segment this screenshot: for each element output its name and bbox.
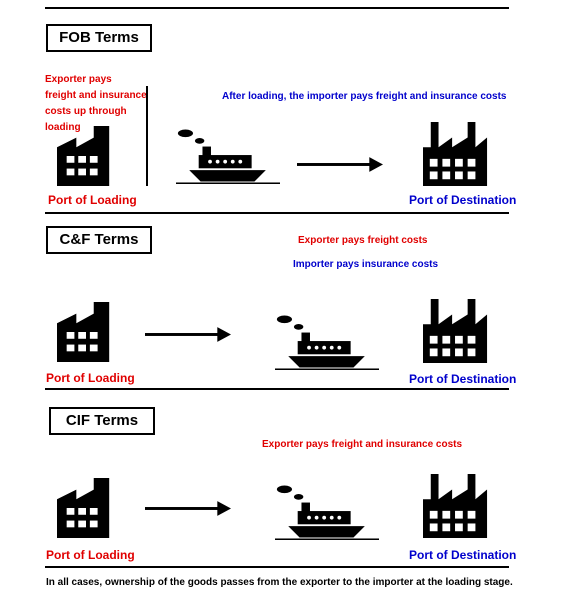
- section-divider: [45, 388, 509, 390]
- footnote: In all cases, ownership of the goods pas…: [46, 577, 513, 588]
- cf-origin-label: Port of Loading: [46, 371, 135, 385]
- arrow-icon: [297, 156, 383, 172]
- ship-icon: [275, 484, 379, 540]
- industrial-plant-icon: [423, 473, 489, 539]
- top-rule: [45, 7, 509, 9]
- ship-icon: [275, 314, 379, 370]
- bottom-rule: [45, 566, 509, 568]
- fob-term-title: FOB Terms: [46, 24, 152, 52]
- fob-exporter-note: Exporter pays freight and insurance cost…: [45, 74, 147, 133]
- factory-icon: [57, 478, 115, 538]
- ship-icon: [176, 128, 280, 184]
- cif-destination-label: Port of Destination: [409, 548, 517, 562]
- cif-exporter-note: Exporter pays freight and insurance cost…: [262, 439, 463, 450]
- fob-loading-divider: [146, 86, 148, 186]
- cf-destination-label: Port of Destination: [409, 372, 517, 386]
- section-divider: [45, 212, 509, 214]
- factory-icon: [57, 126, 115, 186]
- cif-term-title: CIF Terms: [49, 407, 155, 435]
- fob-destination-label: Port of Destination: [409, 193, 517, 207]
- industrial-plant-icon: [423, 121, 489, 187]
- factory-icon: [57, 302, 115, 362]
- fob-importer-note: After loading, the importer pays freight…: [222, 91, 507, 102]
- arrow-icon: [145, 500, 231, 516]
- arrow-icon: [145, 326, 231, 342]
- cf-exporter-note: Exporter pays freight costs: [298, 235, 428, 246]
- cf-term-title: C&F Terms: [46, 226, 152, 254]
- cif-origin-label: Port of Loading: [46, 548, 135, 562]
- cf-importer-note: Importer pays insurance costs: [293, 259, 439, 270]
- industrial-plant-icon: [423, 298, 489, 364]
- fob-origin-label: Port of Loading: [48, 193, 137, 207]
